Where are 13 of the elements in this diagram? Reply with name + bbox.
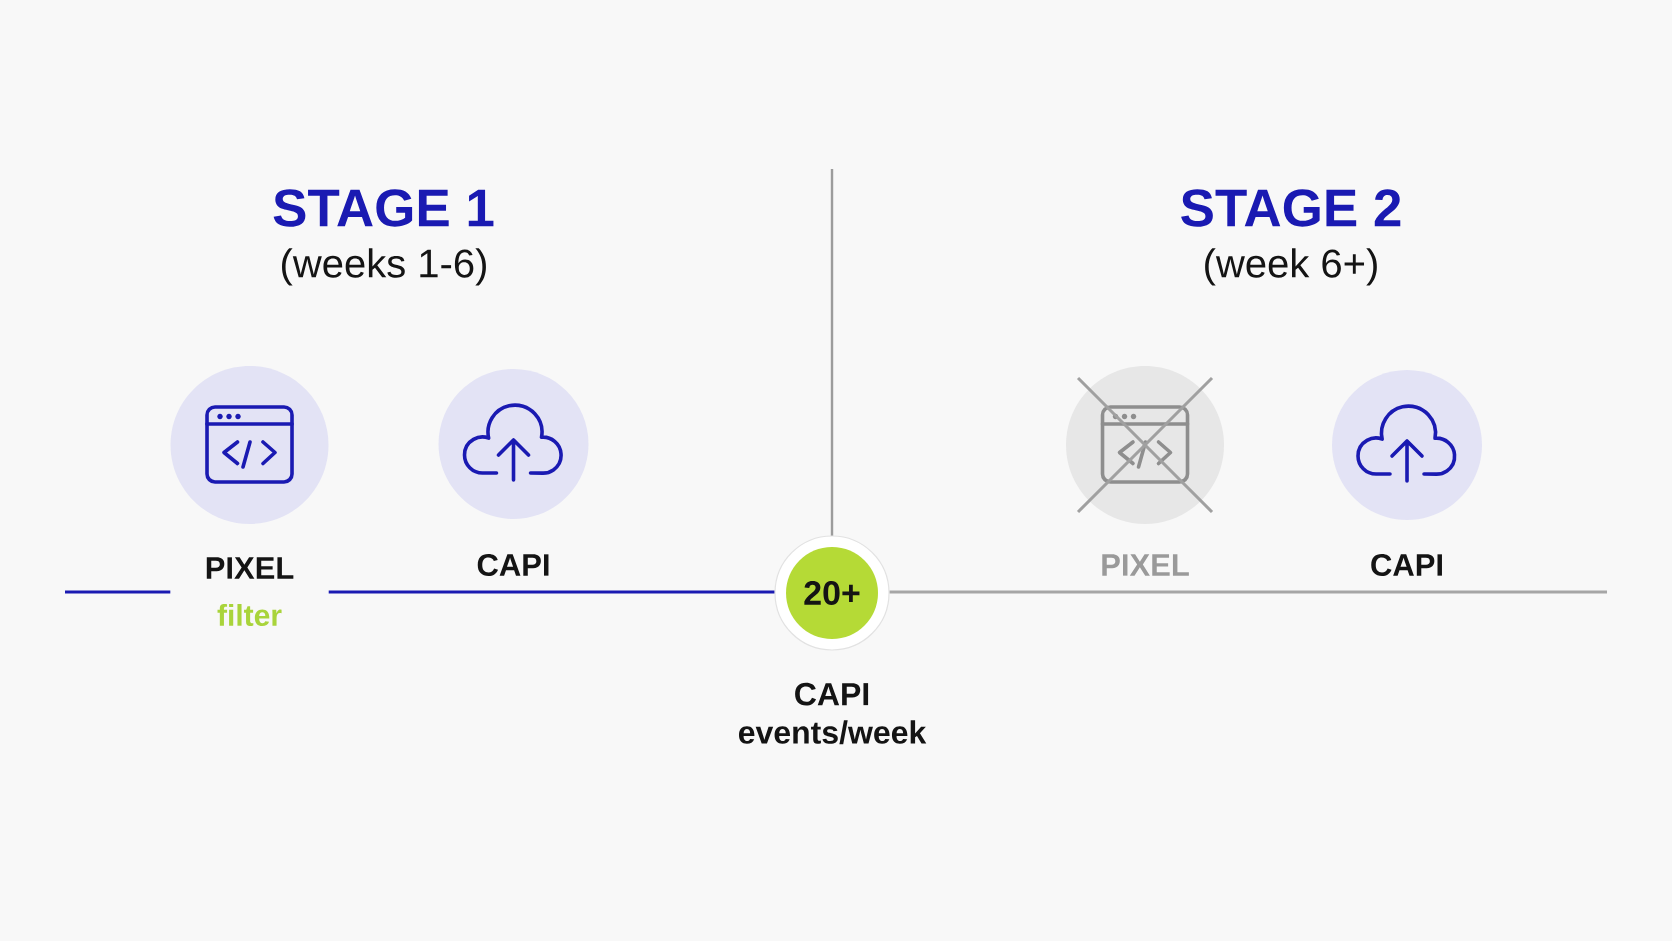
icon-label: PIXEL (1102, 554, 1189, 576)
timeline-line (63, 590, 776, 594)
milestone-badge: 20+ (774, 535, 890, 651)
milestone-caption: CAPI events/week (739, 682, 927, 745)
icon-label: CAPI (477, 554, 549, 576)
stage-subheading: (weeks 1-6) (282, 248, 486, 286)
stage-subheading: (week 6+) (1205, 248, 1377, 286)
sub-label: filter (217, 603, 282, 626)
icon-label: PIXEL (206, 557, 294, 579)
icon-label: CAPI (1371, 554, 1442, 576)
timeline-line (889, 590, 1607, 594)
stage-heading: STAGE 2 (1181, 189, 1401, 227)
stage-heading: STAGE 1 (273, 189, 494, 227)
